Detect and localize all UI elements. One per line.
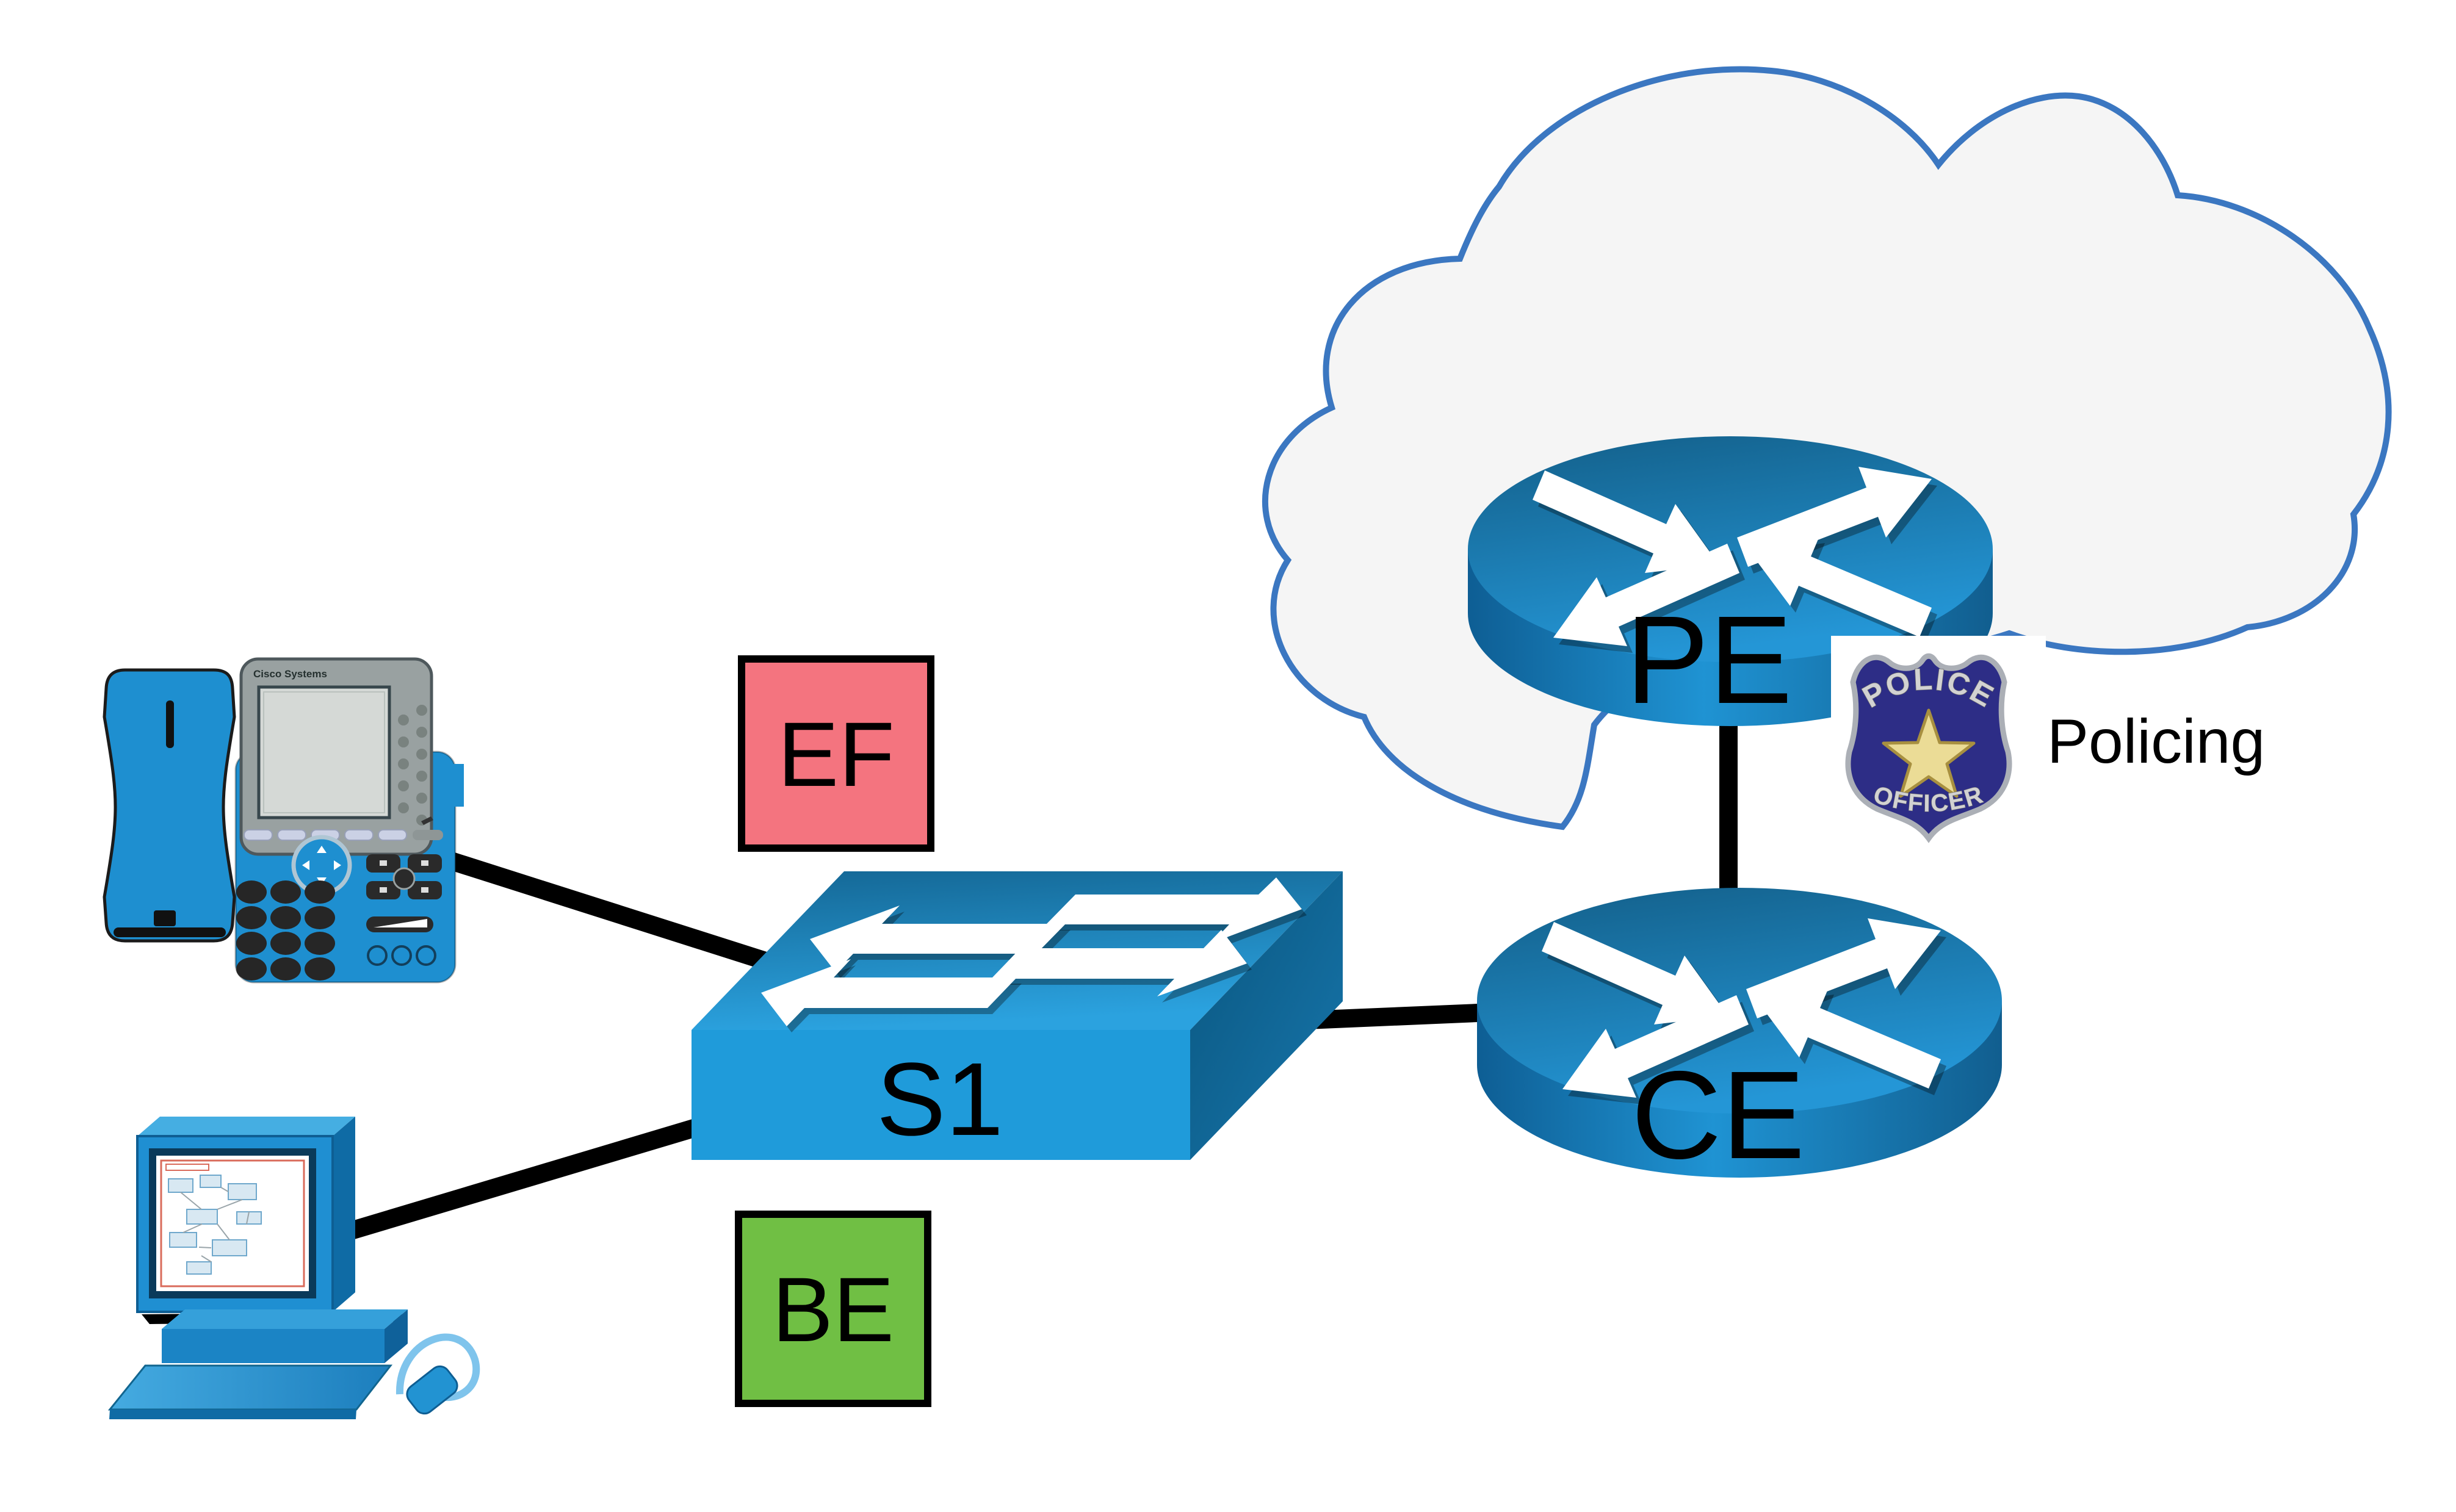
phone-line-buttons <box>398 705 427 826</box>
router-pe-icon: PE <box>1468 436 1993 730</box>
phone-handset-connector <box>154 910 176 926</box>
phone-screen <box>257 685 391 819</box>
pedestal-top <box>162 1309 408 1329</box>
monitor-side-face <box>333 1117 355 1312</box>
phone-feature-buttons <box>366 854 442 966</box>
police-badge-icon: POLICE OFFICER <box>1831 636 2046 851</box>
phone-handset-slot <box>166 700 174 748</box>
phone-brand-label: Cisco Systems <box>253 668 327 680</box>
phone-handset-cradle <box>114 927 226 937</box>
be-class-box: BE <box>735 1211 931 1407</box>
phone-screen-inner <box>263 691 385 813</box>
router-ce-label: CE <box>1631 1045 1805 1185</box>
router-ce-icon: CE <box>1477 888 2002 1185</box>
mouse <box>406 1365 458 1415</box>
keyboard-front <box>109 1409 356 1419</box>
switch-s1-label: S1 <box>876 1042 1003 1157</box>
screen-diagram <box>160 1159 305 1287</box>
ef-box <box>738 655 934 852</box>
be-box <box>735 1211 931 1407</box>
monitor-top-face <box>137 1117 355 1136</box>
switch-s1-icon: S1 <box>692 871 1343 1160</box>
ef-label: EF <box>778 703 895 805</box>
ef-class-box: EF <box>738 655 934 852</box>
phone-keypad <box>236 880 335 981</box>
be-label: BE <box>772 1258 894 1361</box>
link-phone-s1 <box>427 845 778 973</box>
keyboard-top <box>107 1364 393 1411</box>
phone-side-tab <box>453 764 464 807</box>
mouse-cable <box>395 1333 480 1402</box>
link-pc-s1 <box>311 1115 711 1251</box>
policing-label: Policing <box>2047 707 2265 776</box>
link-s1-ce <box>1306 1003 1508 1029</box>
pedestal-front <box>162 1329 385 1363</box>
pedestal-side <box>385 1309 408 1363</box>
workstation-icon <box>107 1117 480 1419</box>
badge-star <box>1882 708 1976 798</box>
phone-handset <box>103 668 236 943</box>
router-pe-label: PE <box>1625 590 1792 730</box>
ip-phone-icon: Cisco Systems <box>103 657 464 984</box>
